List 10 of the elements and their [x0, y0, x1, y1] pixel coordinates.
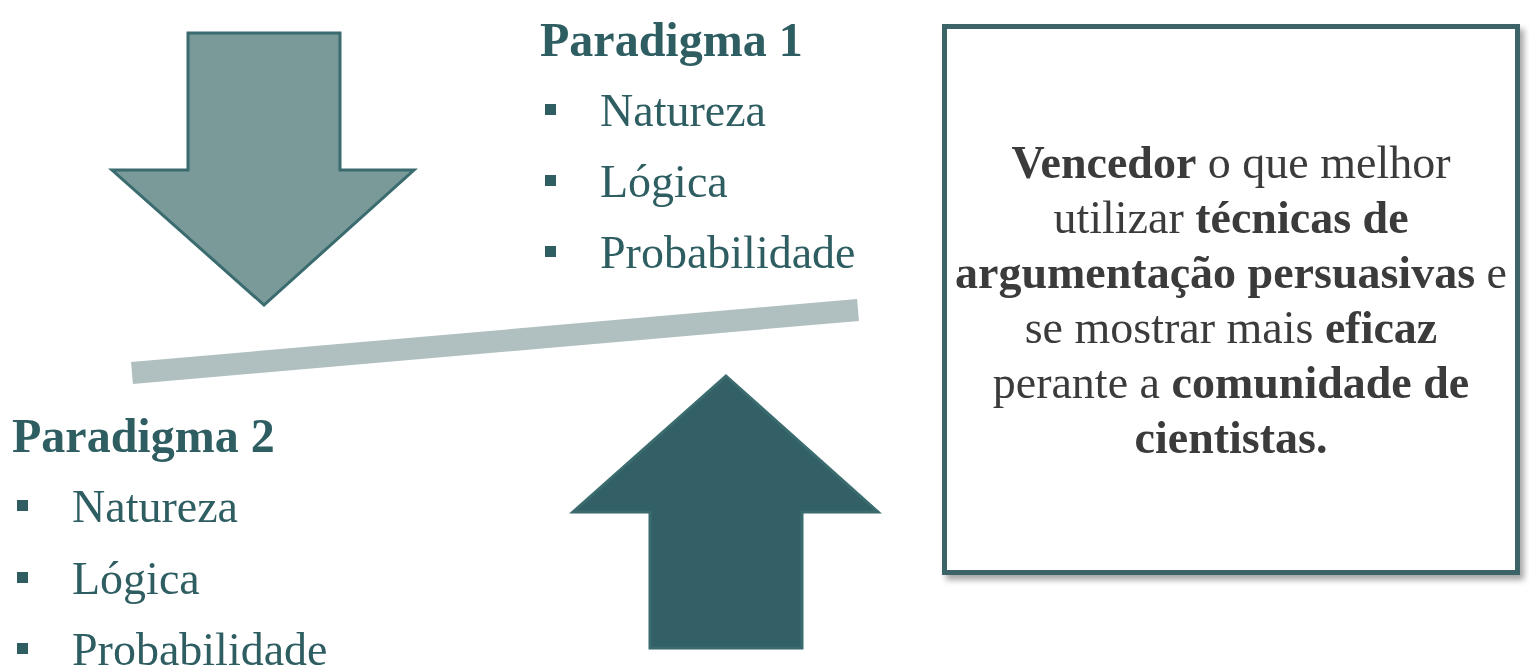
- paradigm-heading: Paradigma 1: [540, 16, 803, 64]
- list-item: Probabilidade: [72, 627, 328, 665]
- statement-text: Vencedor o que melhor utilizar técnicas de argumentação persuasivas e se mostrar mais eficaz perante a comunidade de cientistas.: [954, 135, 1508, 465]
- list-item: Lógica: [600, 159, 728, 205]
- text-box: [942, 24, 1520, 575]
- list-item: Natureza: [600, 88, 766, 134]
- list-item: Probabilidade: [600, 230, 856, 276]
- list-item: Lógica: [72, 556, 200, 602]
- list-item: Natureza: [72, 484, 238, 530]
- paradigm-heading: Paradigma 2: [12, 412, 275, 460]
